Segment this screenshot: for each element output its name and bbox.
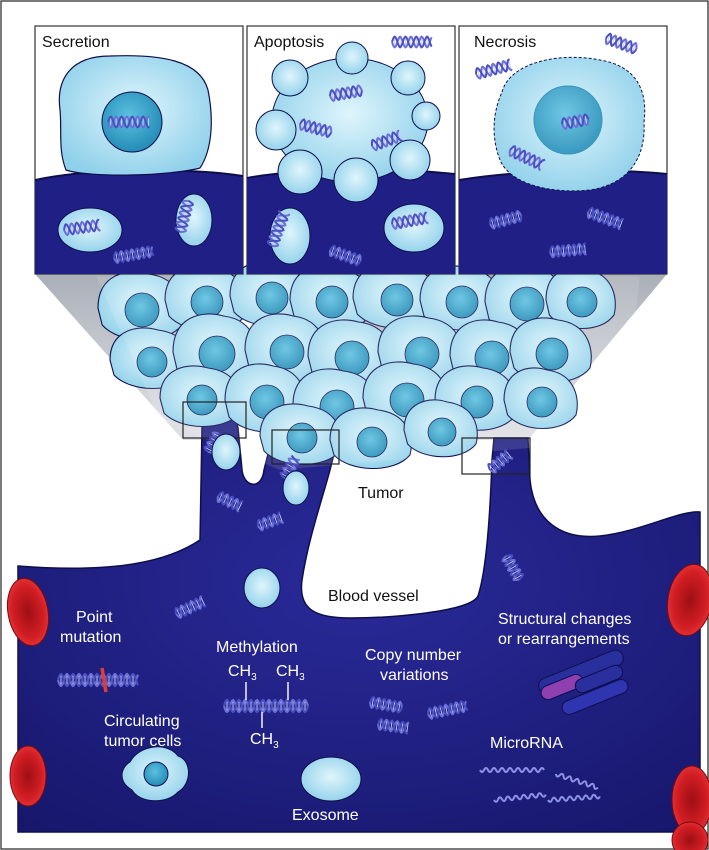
tumor-cell	[352, 263, 439, 329]
structural-label-line2: or rearrangements	[498, 631, 630, 648]
ch3-label-c: CH3	[250, 731, 279, 751]
dna-helix-icon	[222, 698, 310, 714]
copy-number-label-line2: variations	[380, 667, 448, 684]
panel-secretion: Secretion	[34, 25, 244, 275]
circulating-tumor-cell-icon	[121, 746, 189, 802]
dna-helix-icon	[561, 113, 590, 131]
blood-vessel-label: Blood vessel	[328, 588, 419, 605]
tumor-label: Tumor	[358, 485, 404, 502]
dna-helix-icon	[549, 242, 587, 259]
tumor-cell-cluster	[96, 261, 640, 470]
dna-helix-icon	[299, 118, 333, 139]
exosome-icon	[211, 433, 362, 802]
dna-helix-icon	[489, 209, 523, 230]
dna-helix-icon	[174, 199, 195, 233]
dna-helix-icon	[256, 511, 285, 532]
tumor-cell	[503, 367, 578, 430]
ch3-label-b: CH3	[276, 663, 305, 683]
dna-helix-icon	[107, 115, 151, 129]
dna-helix-icon	[63, 218, 102, 237]
dna-helix-icon	[174, 595, 207, 619]
red-blood-cell-icon	[9, 745, 47, 807]
methylation-dna-icon	[222, 682, 310, 728]
dna-helix-icon	[56, 672, 140, 688]
dna-helix-icon	[604, 32, 638, 55]
red-blood-cell-icon	[666, 563, 709, 637]
tumor-cell	[545, 267, 616, 330]
point-mutation-dna-icon	[56, 667, 140, 693]
dna-helix-icon	[113, 245, 155, 265]
dna-helix-icon	[487, 449, 514, 474]
dna-helix-icon	[329, 84, 363, 103]
panel-title-necrosis: Necrosis	[474, 34, 536, 51]
circulating-label-line2: tumor cells	[104, 733, 181, 750]
panel-apoptosis: Apoptosis	[246, 25, 456, 275]
red-blood-cell-icon	[671, 821, 709, 850]
ch3-label-a: CH3	[228, 663, 257, 683]
dna-helix-icon	[377, 717, 410, 735]
red-blood-cell-icon	[6, 577, 50, 647]
dna-helix-icon	[216, 491, 244, 513]
point-mutation-label-line2: mutation	[60, 629, 121, 646]
dna-helix-icon	[508, 145, 546, 171]
copy-number-label-line1: Copy number	[365, 647, 462, 664]
dna-helix-icon	[391, 35, 433, 49]
structural-label-line1: Structural changes	[498, 611, 631, 628]
point-mutation-label-line1: Point	[76, 609, 113, 626]
dna-helix-icon	[586, 206, 625, 231]
tumor-cell	[509, 317, 592, 383]
dna-helix-icon	[475, 58, 513, 80]
panel-dna-fragments	[63, 32, 638, 267]
microrna-icon	[479, 767, 601, 803]
zoom-box-apoptosis	[271, 429, 340, 465]
dna-helix-icon	[369, 695, 403, 714]
red-blood-cells	[6, 563, 709, 850]
panel-title-apoptosis: Apoptosis	[254, 34, 324, 51]
microrna-label: MicroRNA	[490, 735, 563, 752]
dna-helix-icon	[370, 129, 404, 152]
exosome-label: Exosome	[292, 807, 359, 824]
chromosome-icon	[538, 649, 629, 715]
tumor-cell	[97, 271, 184, 341]
dna-helix-icon	[501, 554, 524, 582]
circulating-label-line1: Circulating	[104, 713, 180, 730]
methylation-label: Methylation	[216, 639, 298, 656]
panel-necrosis: Necrosis	[458, 25, 668, 275]
zoom-box-necrosis	[461, 437, 531, 475]
dna-helix-icon	[391, 211, 430, 231]
dna-helix-icon	[427, 700, 469, 720]
tumor-cell	[329, 407, 412, 470]
dna-helix-icon	[266, 209, 291, 248]
panel-title-secretion: Secretion	[42, 34, 110, 51]
tumor-cell	[403, 399, 478, 458]
copy-number-dna-icon	[369, 695, 469, 735]
dna-helix-icon	[328, 244, 362, 267]
